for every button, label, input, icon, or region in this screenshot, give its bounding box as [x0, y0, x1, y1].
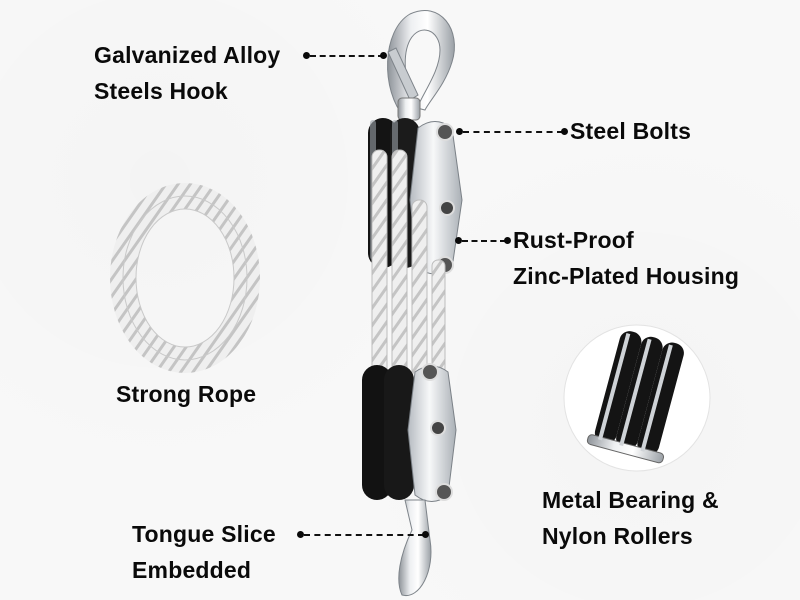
tongue-slice-label: Tongue Slice Embedded — [132, 521, 276, 583]
bearing-label: Metal Bearing & Nylon Rollers — [542, 487, 719, 549]
hook-leader-start-dot — [303, 52, 310, 59]
bolts-leader-line — [463, 131, 563, 133]
bearing-detail-icon — [563, 324, 711, 472]
housing-leader-start-dot — [455, 237, 462, 244]
bottom-hook-icon — [398, 499, 432, 596]
bolts-leader-start-dot — [456, 128, 463, 135]
tongue-leader-end-dot — [422, 531, 429, 538]
top-hook-icon — [387, 9, 455, 121]
rope-coil-icon — [110, 183, 260, 373]
hook-leader-line — [310, 55, 384, 57]
bottom-block — [362, 363, 457, 502]
bolts-leader-end-dot — [561, 128, 568, 135]
housing-leader-end-dot — [504, 237, 511, 244]
housing-leader-line — [462, 240, 506, 242]
tongue-leader-line — [304, 534, 424, 536]
tongue-leader-start-dot — [297, 531, 304, 538]
housing-label: Rust-Proof Zinc-Plated Housing — [513, 227, 740, 289]
hook-label: Galvanized Alloy Steels Hook — [94, 42, 281, 104]
hook-leader-end-dot — [380, 52, 387, 59]
steel-bolts-label: Steel Bolts — [570, 118, 692, 144]
strong-rope-label: Strong Rope — [116, 381, 257, 407]
